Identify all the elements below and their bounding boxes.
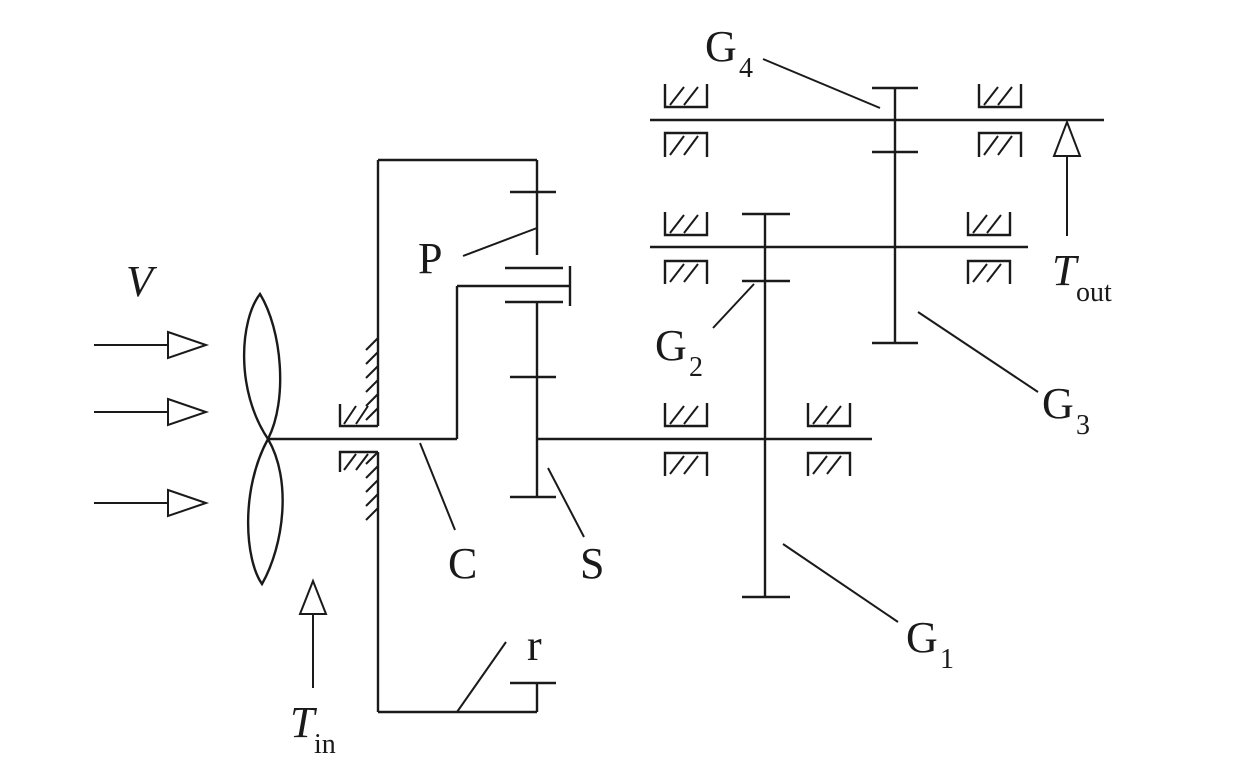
leader-g4	[762, 58, 881, 109]
output-torque-arrow	[1052, 119, 1082, 236]
label-g4: G 4	[705, 22, 753, 84]
label-c: C	[448, 539, 477, 588]
leader-c	[419, 442, 456, 531]
bearing-b	[806, 403, 852, 476]
svg-text:2: 2	[689, 352, 703, 383]
leader-p	[462, 227, 538, 257]
svg-text:G: G	[705, 22, 737, 71]
wind-arrow-2	[94, 397, 210, 427]
wind-arrows	[94, 330, 210, 518]
leader-s	[547, 467, 585, 538]
svg-text:G: G	[906, 613, 938, 662]
svg-text:out: out	[1076, 277, 1112, 308]
svg-text:T: T	[290, 698, 318, 747]
svg-text:4: 4	[739, 53, 753, 84]
svg-text:G: G	[1042, 379, 1074, 428]
label-g3: G 3	[1042, 379, 1090, 441]
input-torque-arrow	[298, 578, 328, 688]
leader-r	[456, 641, 507, 713]
output-shaft-bearings	[663, 84, 1023, 157]
label-t-in: T in	[290, 698, 336, 760]
svg-text:G: G	[655, 321, 687, 370]
gear-g3-g4	[872, 86, 918, 345]
wind-arrow-1	[94, 330, 210, 360]
bearing-a	[663, 403, 709, 476]
svg-text:1: 1	[940, 644, 954, 675]
leader-g2	[712, 283, 755, 329]
svg-text:in: in	[314, 729, 336, 760]
label-s: S	[580, 539, 604, 588]
planet-gear	[505, 266, 563, 499]
carrier-arm	[455, 266, 572, 439]
upper-blade	[242, 291, 282, 442]
lower-blade	[246, 436, 284, 587]
label-v: V	[126, 257, 158, 306]
leader-g3	[917, 311, 1039, 393]
label-r: r	[527, 621, 542, 670]
label-g1: G 1	[906, 613, 954, 675]
label-p: P	[418, 234, 442, 283]
rotor-blades	[242, 291, 284, 587]
label-g2: G 2	[655, 321, 703, 383]
svg-text:T: T	[1052, 246, 1080, 295]
hub-bearing	[338, 160, 380, 712]
labels: V P C S r G 1 G 2 G 3 G 4 T in T out	[126, 22, 1112, 760]
wind-arrow-3	[94, 488, 210, 518]
sun-shaft-bearings	[663, 403, 852, 476]
middle-shaft-bearings	[663, 212, 1012, 284]
gear-g1-g2	[742, 212, 790, 599]
label-t-out: T out	[1052, 246, 1112, 308]
leader-lines	[419, 58, 1039, 713]
leader-g1	[782, 543, 899, 623]
svg-text:3: 3	[1076, 410, 1090, 441]
